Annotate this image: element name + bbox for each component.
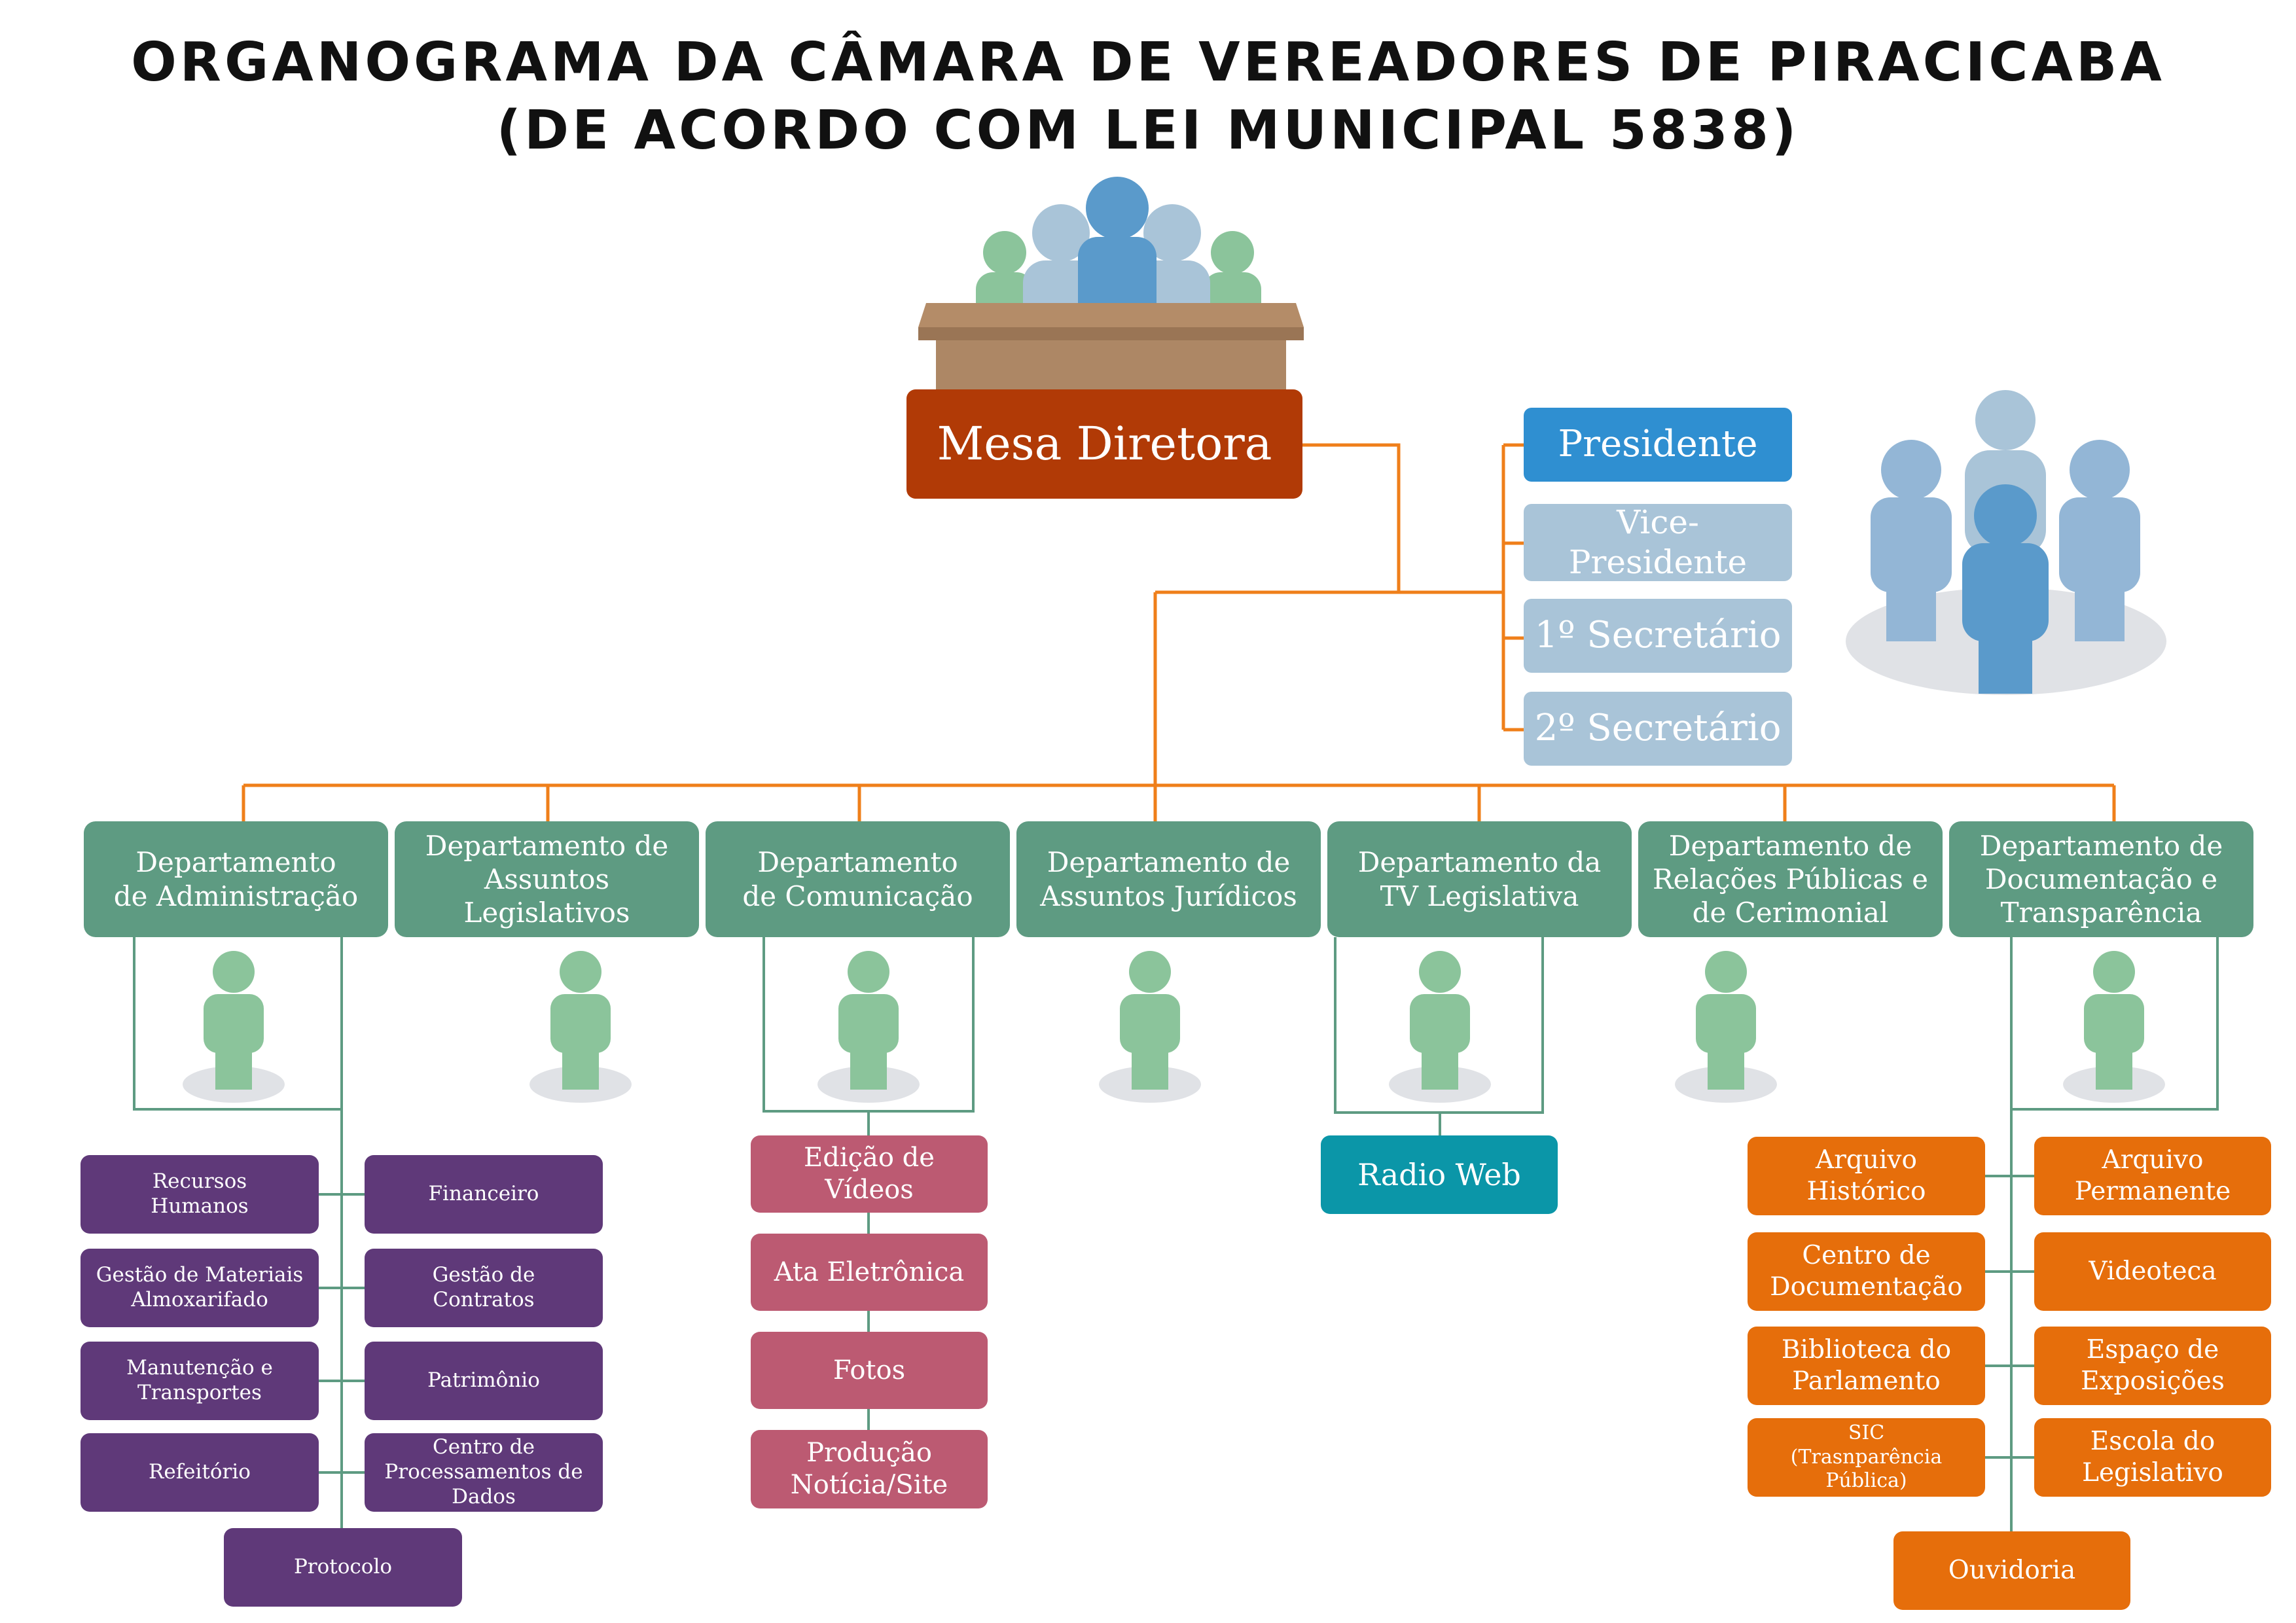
person-icon xyxy=(529,951,632,1103)
unit-fotos: Fotos xyxy=(751,1332,988,1409)
unit-label: Videoteca xyxy=(2089,1257,2217,1287)
unit-sic: SIC (Trasnparência Pública) xyxy=(1748,1418,1985,1497)
unit-label: Arquivo Permanente xyxy=(2074,1145,2231,1206)
unit-centro-processamentos-dados: Centro de Processamentos de Dados xyxy=(365,1433,603,1512)
unit-biblioteca-parlamento: Biblioteca do Parlamento xyxy=(1748,1327,1985,1405)
department-label: Departamento de Administração xyxy=(113,846,359,912)
department-label: Departamento de Assuntos Legislativos xyxy=(425,829,669,929)
unit-patrimonio: Patrimônio xyxy=(365,1342,603,1420)
department-assuntos-juridicos: Departamento de Assuntos Jurídicos xyxy=(1016,821,1321,937)
unit-label: Arquivo Histórico xyxy=(1806,1145,1926,1206)
unit-label: Fotos xyxy=(833,1355,906,1385)
unit-radio-web: Radio Web xyxy=(1321,1135,1558,1214)
person-icon xyxy=(1099,951,1201,1103)
unit-label: Ouvidoria xyxy=(1948,1556,2076,1586)
department-relacoes-publicas: Departamento de Relações Públicas e de C… xyxy=(1638,821,1943,937)
unit-refeitorio: Refeitório xyxy=(81,1433,319,1512)
unit-centro-documentacao: Centro de Documentação xyxy=(1748,1232,1985,1311)
department-comunicacao: Departamento de Comunicação xyxy=(706,821,1010,937)
department-label: Departamento de Documentação e Transparê… xyxy=(1979,829,2223,929)
officer-2-secretario: 2º Secretário xyxy=(1524,692,1792,766)
person-icon xyxy=(183,951,285,1103)
unit-arquivo-permanente: Arquivo Permanente xyxy=(2034,1137,2271,1215)
department-label: Departamento de Assuntos Jurídicos xyxy=(1040,846,1297,912)
unit-label: Produção Notícia/Site xyxy=(790,1438,948,1500)
department-label: Departamento de Relações Públicas e de C… xyxy=(1653,829,1928,929)
unit-label: Patrimônio xyxy=(427,1368,540,1393)
unit-label: Gestão de Contratos xyxy=(432,1263,535,1311)
unit-label: Centro de Processamentos de Dados xyxy=(384,1435,583,1508)
mesa-diretora-box: Mesa Diretora xyxy=(906,389,1302,499)
unit-gestao-materiais: Gestão de Materiais Almoxarifado xyxy=(81,1249,319,1327)
unit-edicao-videos: Edição de Vídeos xyxy=(751,1135,988,1213)
unit-gestao-contratos: Gestão de Contratos xyxy=(365,1249,603,1327)
department-assuntos-legislativos: Departamento de Assuntos Legislativos xyxy=(395,821,699,937)
unit-label: Ata Eletrônica xyxy=(774,1257,965,1287)
unit-protocolo: Protocolo xyxy=(224,1528,462,1607)
person-icon xyxy=(1675,951,1777,1103)
person-icon xyxy=(817,951,920,1103)
unit-espaco-exposicoes: Espaço de Exposições xyxy=(2034,1327,2271,1405)
unit-label: Financeiro xyxy=(428,1182,539,1206)
unit-recursos-humanos: Recursos Humanos xyxy=(81,1155,319,1234)
unit-producao-noticia-site: Produção Notícia/Site xyxy=(751,1430,988,1508)
title-line-1: ORGANOGRAMA DA CÂMARA DE VEREADORES DE P… xyxy=(131,31,2165,94)
unit-financeiro: Financeiro xyxy=(365,1155,603,1234)
unit-label: Refeitório xyxy=(149,1460,251,1484)
officer-1-secretario: 1º Secretário xyxy=(1524,599,1792,673)
department-documentacao-transparencia: Departamento de Documentação e Transparê… xyxy=(1949,821,2253,937)
officer-presidente: Presidente xyxy=(1524,408,1792,482)
council-desk-icon xyxy=(918,177,1304,398)
unit-videoteca: Videoteca xyxy=(2034,1232,2271,1311)
unit-label: Centro de Documentação xyxy=(1770,1241,1963,1302)
unit-label: Recursos Humanos xyxy=(151,1169,249,1218)
unit-arquivo-historico: Arquivo Histórico xyxy=(1748,1137,1985,1215)
unit-manutencao-transportes: Manutenção e Transportes xyxy=(81,1342,319,1420)
person-icon xyxy=(2063,951,2165,1103)
unit-label: Biblioteca do Parlamento xyxy=(1781,1335,1952,1396)
department-administracao: Departamento de Administração xyxy=(84,821,388,937)
unit-escola-legislativo: Escola do Legislativo xyxy=(2034,1418,2271,1497)
unit-label: Edição de Vídeos xyxy=(804,1143,935,1205)
unit-label: Radio Web xyxy=(1357,1156,1521,1192)
unit-ata-eletronica: Ata Eletrônica xyxy=(751,1234,988,1311)
unit-label: Escola do Legislativo xyxy=(2082,1427,2223,1488)
department-label: Departamento de Comunicação xyxy=(742,846,973,912)
person-icon xyxy=(1389,951,1491,1103)
unit-label: Manutenção e Transportes xyxy=(126,1356,273,1404)
people-group-icon xyxy=(1846,390,2166,695)
unit-label: SIC (Trasnparência Pública) xyxy=(1790,1421,1943,1493)
title-line-2: (DE ACORDO COM LEI MUNICIPAL 5838) xyxy=(496,99,1800,162)
unit-ouvidoria: Ouvidoria xyxy=(1893,1531,2130,1610)
department-label: Departamento da TV Legislativa xyxy=(1357,846,1602,912)
officer-vice-presidente: Vice-Presidente xyxy=(1524,503,1792,581)
unit-label: Espaço de Exposições xyxy=(2081,1335,2225,1396)
unit-label: Protocolo xyxy=(293,1555,393,1579)
department-tv-legislativa: Departamento da TV Legislativa xyxy=(1327,821,1632,937)
unit-label: Gestão de Materiais Almoxarifado xyxy=(96,1263,304,1311)
